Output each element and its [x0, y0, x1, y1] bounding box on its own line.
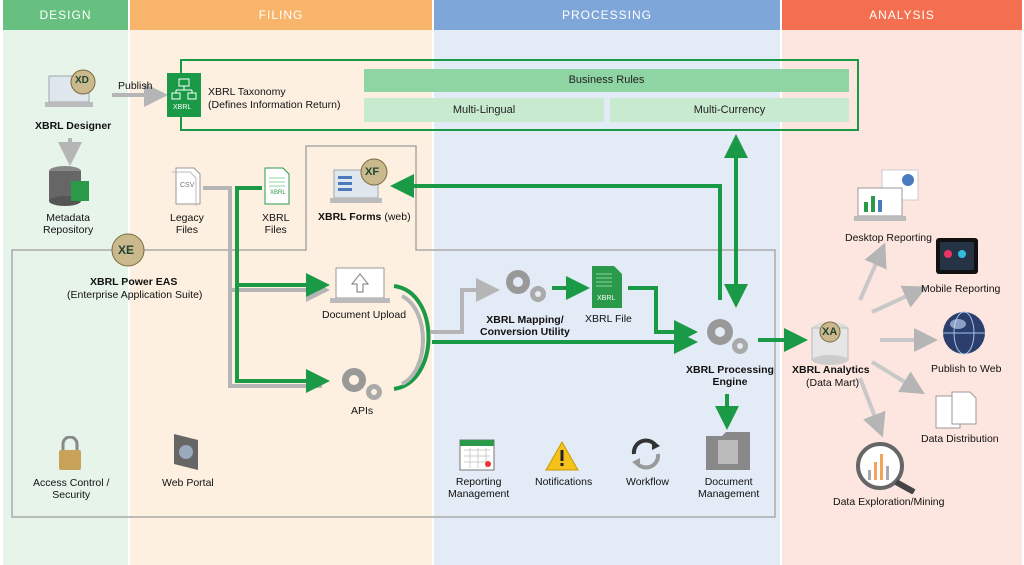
engine-label: XBRL Processing Engine: [686, 364, 774, 388]
taxonomy-subtitle: (Defines Information Return): [208, 99, 341, 111]
xf-badge: XF: [365, 166, 380, 178]
publish-to-web-label: Publish to Web: [931, 363, 1002, 375]
eas-subtitle: (Enterprise Application Suite): [67, 289, 203, 301]
globe-icon: [941, 310, 987, 356]
access-control-label: Access Control / Security: [33, 477, 110, 501]
folder-icon: [704, 428, 752, 472]
design-header: DESIGN: [3, 0, 128, 30]
mobile-reporting-label: Mobile Reporting: [921, 283, 1001, 295]
xbrl-file-icon: XBRL: [590, 264, 624, 310]
metadata-repository-label: Metadata Repository: [43, 212, 94, 236]
taxonomy-icon-text: XBRL: [173, 104, 192, 111]
xbrl-forms-bold: XBRL Forms: [318, 211, 382, 223]
reporting-management-label: Reporting Management: [448, 476, 510, 500]
xbrl-files-icon: XBRL: [259, 166, 291, 206]
csv-file-icon: CSV: [170, 166, 202, 206]
mapping-gears-icon: [498, 262, 552, 306]
warning-icon: [544, 440, 580, 472]
database-icon: [45, 165, 93, 209]
analytics-label: XBRL Analytics: [792, 364, 870, 376]
upload-laptop-icon: [330, 266, 392, 306]
multi-currency-bar: Multi-Currency: [610, 98, 849, 122]
web-portal-icon: [170, 432, 204, 472]
xd-laptop-icon: XD: [43, 68, 99, 112]
csv-icon-text: CSV: [180, 182, 195, 189]
xa-badge: XA: [822, 326, 838, 338]
xbrl-file-label: XBRL File: [585, 313, 632, 325]
analysis-header: ANALYSIS: [782, 0, 1022, 30]
engine-gears-icon: [698, 310, 754, 358]
processing-header: PROCESSING: [434, 0, 780, 30]
xa-database-icon: XA: [808, 320, 852, 366]
xe-badge: XE: [118, 243, 135, 257]
xf-laptop-icon: XF: [330, 158, 394, 208]
notifications-label: Notifications: [535, 476, 593, 488]
tablet-icon: [934, 236, 980, 276]
xbrl-file-icon-text: XBRL: [597, 295, 616, 302]
document-upload-label: Document Upload: [322, 309, 407, 321]
xbrl-forms-web: (web): [381, 211, 411, 223]
eas-title: XBRL Power EAS: [90, 276, 178, 288]
mapping-label: XBRL Mapping/ Conversion Utility: [480, 314, 570, 338]
data-exploration-label: Data Exploration/Mining: [833, 496, 945, 508]
xbrl-forms-label: XBRL Forms (web): [318, 211, 411, 223]
taxonomy-icon: XBRL: [167, 73, 201, 117]
data-distribution-label: Data Distribution: [921, 433, 999, 445]
xbrl-designer-label: XBRL Designer: [35, 120, 112, 132]
filing-header: FILING: [130, 0, 432, 30]
lock-icon: [56, 436, 84, 472]
xd-badge: XD: [75, 75, 89, 86]
workflow-label: Workflow: [626, 476, 669, 488]
documents-icon: [932, 390, 982, 430]
desktop-reporting-icon: [852, 168, 922, 226]
web-portal-label: Web Portal: [162, 477, 214, 489]
xe-badge-icon: XE: [108, 232, 148, 268]
xbrl-files-label: XBRL Files: [262, 212, 290, 236]
business-rules-bar: Business Rules: [364, 69, 849, 92]
apis-gears-icon: [334, 360, 388, 404]
document-management-label: Document Management: [698, 476, 760, 500]
taxonomy-title: XBRL Taxonomy: [208, 86, 286, 98]
calendar-icon: [458, 438, 496, 472]
apis-label: APIs: [351, 405, 374, 417]
magnifier-chart-icon: [852, 440, 924, 494]
datamart-label: (Data Mart): [806, 377, 860, 389]
xbrl-files-icon-text: XBRL: [270, 190, 286, 196]
legacy-files-label: Legacy Files: [170, 212, 204, 236]
multi-lingual-bar: Multi-Lingual: [364, 98, 604, 122]
desktop-reporting-label: Desktop Reporting: [845, 232, 932, 244]
publish-label: Publish: [118, 80, 153, 92]
workflow-icon: [626, 436, 666, 472]
